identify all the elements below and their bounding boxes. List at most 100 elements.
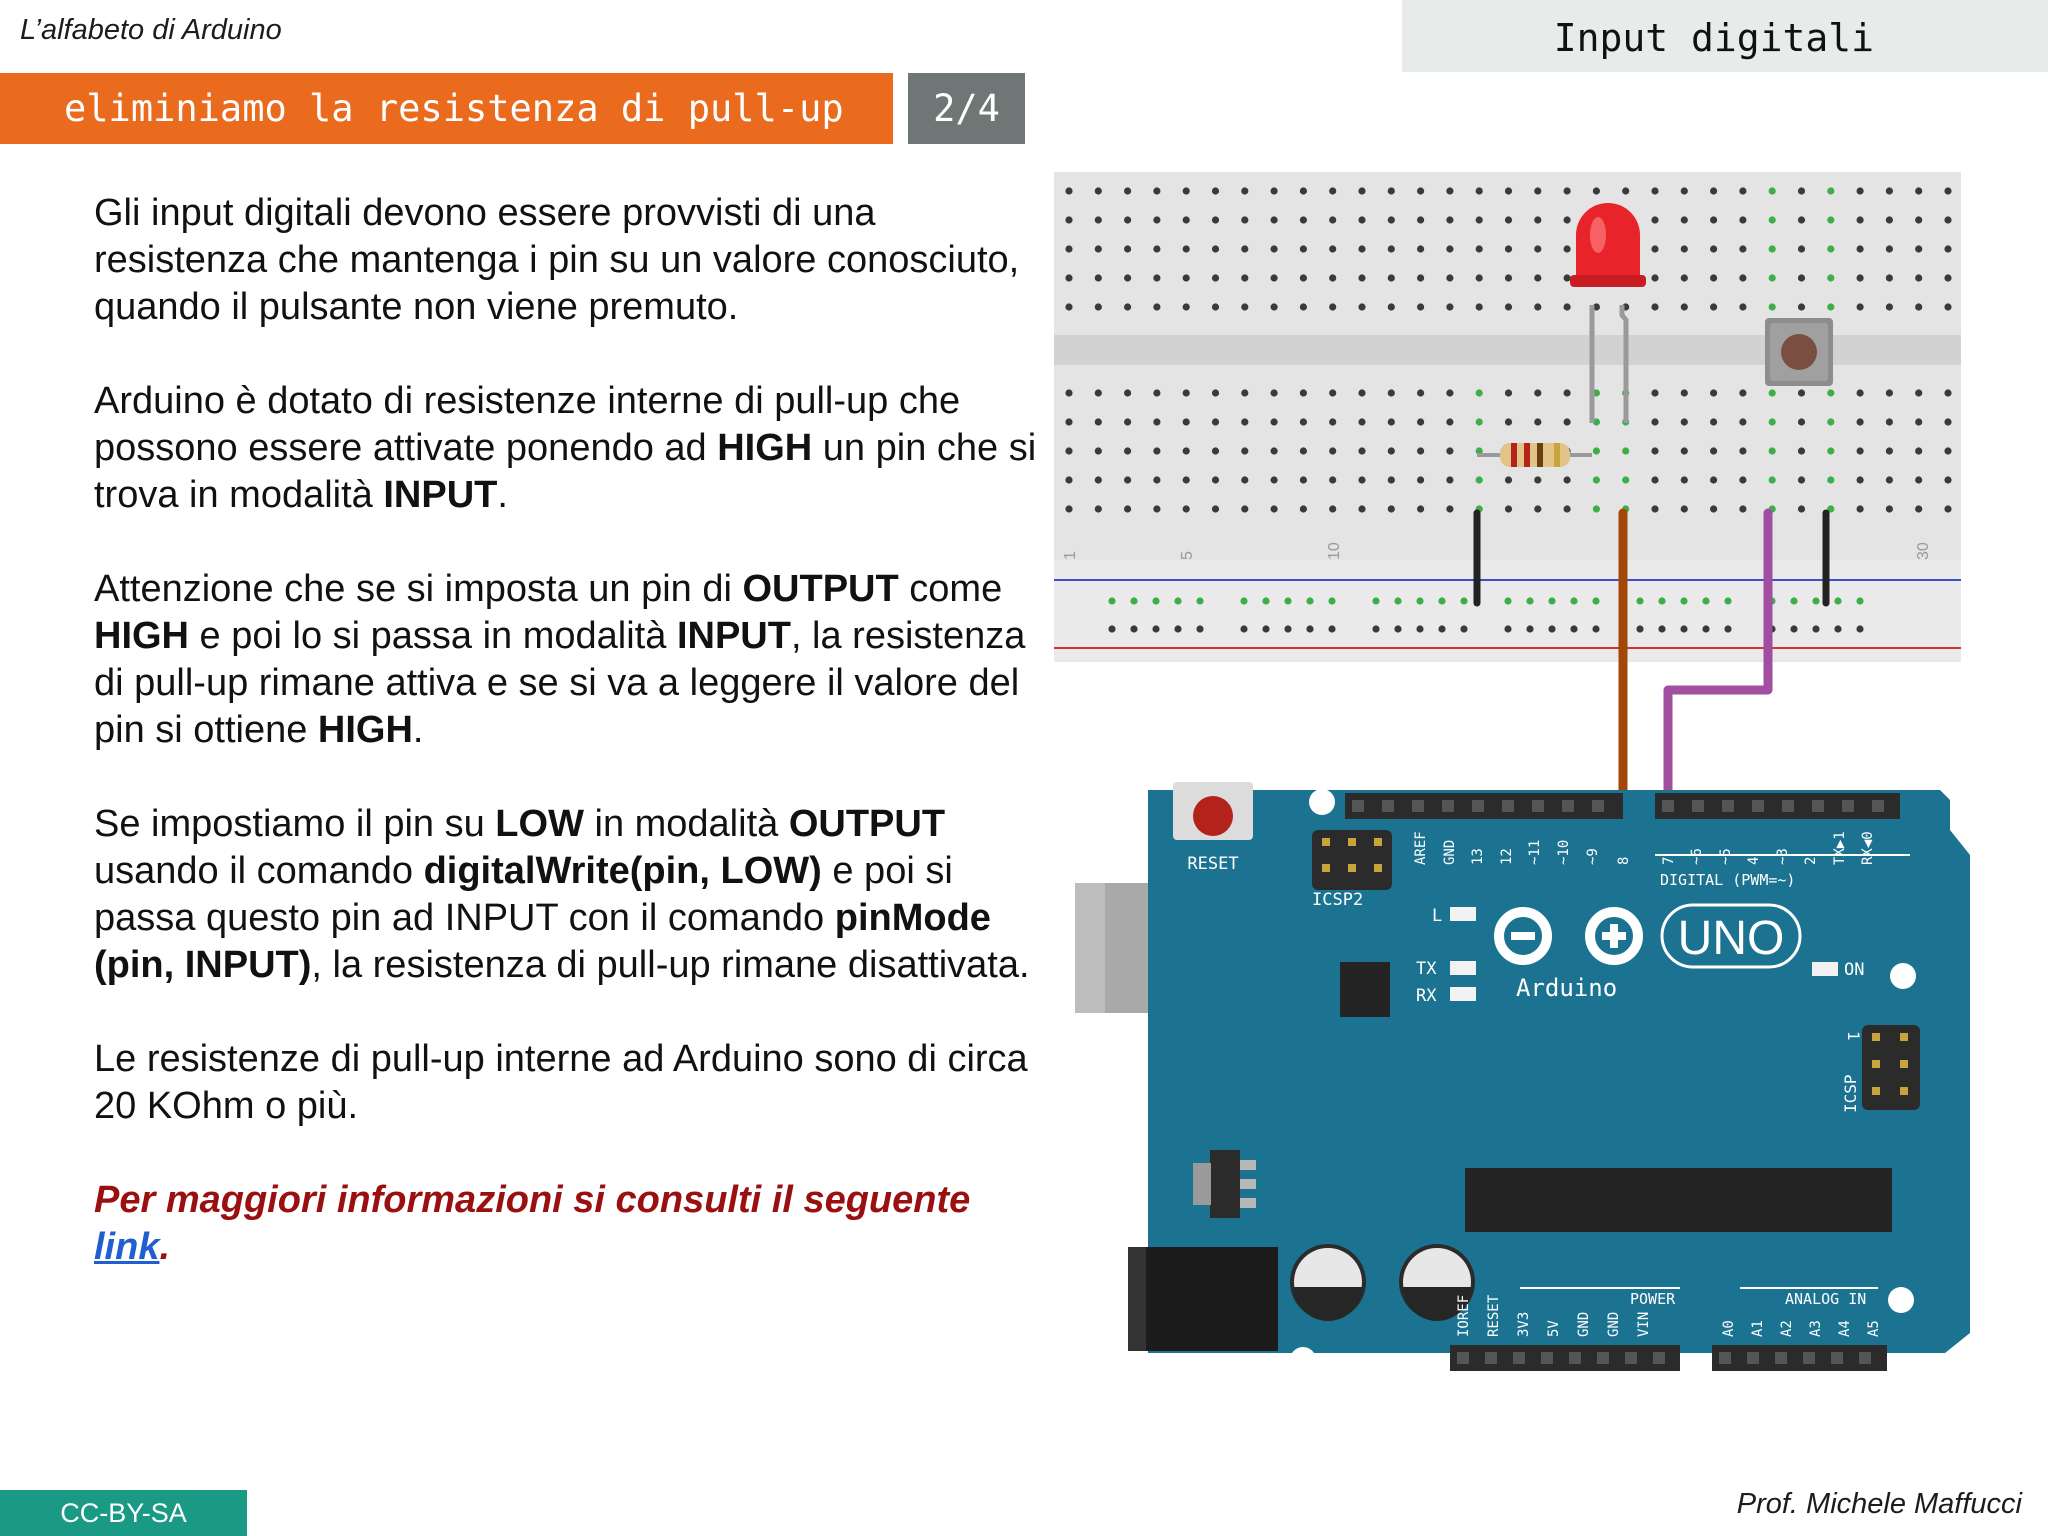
breadboard-hole (1446, 476, 1454, 484)
rail-hole (1724, 597, 1732, 605)
breadboard-hole (1329, 303, 1337, 311)
breadboard-hole (1651, 245, 1659, 253)
breadboard-hole (1094, 389, 1102, 397)
text-span: in modalità (583, 803, 789, 845)
bold-span: OUTPUT (742, 568, 899, 610)
breadboard-hole (1915, 418, 1923, 426)
breadboard-hole (1446, 418, 1454, 426)
rail-hole (1724, 625, 1732, 633)
digital-header-pins (1352, 800, 1884, 812)
breadboard-hole (1446, 505, 1454, 513)
breadboard-hole (1710, 447, 1718, 455)
breadboard-hole (1504, 476, 1513, 484)
header-pin (1747, 1352, 1759, 1364)
header-pin (1513, 1352, 1525, 1364)
paragraph-2: Arduino è dotato di resistenze interne d… (94, 378, 1054, 519)
breadboard-hole (1417, 389, 1425, 397)
power-pin-label: IOREF (1456, 1295, 1472, 1337)
breadboard-hole (1065, 389, 1073, 397)
breadboard-hole (1182, 447, 1190, 455)
top-pin-label: AREF (1413, 831, 1429, 865)
analog-pin-label: A2 (1779, 1320, 1795, 1337)
breadboard-hole (1153, 389, 1161, 397)
breadboard-hole (1504, 216, 1513, 224)
paragraph-1: Gli input digitali devono essere provvis… (94, 192, 1020, 328)
breadboard-hole (1270, 418, 1278, 426)
rail-hole (1548, 597, 1556, 605)
breadboard-hole (1592, 476, 1600, 484)
breadboard-hole (1915, 245, 1923, 253)
breadboard-hole (1534, 476, 1542, 484)
analog-pin-label: A3 (1808, 1320, 1824, 1337)
breadboard-hole (1504, 303, 1513, 311)
rail-hole (1504, 625, 1512, 633)
breadboard-hole (1417, 447, 1425, 455)
breadboard-hole (1387, 447, 1395, 455)
breadboard-hole (1797, 476, 1806, 484)
breadboard-hole (1475, 389, 1483, 397)
led-l-label: L (1432, 906, 1442, 926)
resistor (1477, 443, 1592, 467)
power-pin-label: 5V (1546, 1320, 1562, 1337)
breadboard-hole (1446, 274, 1454, 282)
breadboard-hole (1768, 476, 1776, 484)
breadboard-hole (1622, 476, 1630, 484)
header-pin (1562, 800, 1574, 812)
breadboard-hole (1563, 505, 1571, 513)
breadboard-hole (1680, 505, 1688, 513)
breadboard-hole (1827, 505, 1835, 513)
rail-hole (1504, 597, 1512, 605)
breadboard-hole (1446, 303, 1454, 311)
breadboard-hole (1475, 303, 1483, 311)
note-end: . (159, 1226, 171, 1268)
breadboard-hole (1915, 187, 1923, 195)
header-pin (1472, 800, 1484, 812)
breadboard-hole (1504, 187, 1513, 195)
breadboard-hole (1182, 245, 1190, 253)
breadboard-hole (1417, 274, 1425, 282)
breadboard-hole (1944, 187, 1952, 195)
breadboard-hole (1387, 274, 1395, 282)
breadboard-hole (1153, 187, 1161, 195)
breadboard-hole (1885, 245, 1893, 253)
breadboard-hole (1856, 476, 1864, 484)
header-pin (1457, 1352, 1469, 1364)
breadboard-hole (1329, 447, 1337, 455)
rail-hole (1856, 625, 1864, 633)
breadboard-hole (1710, 303, 1718, 311)
breadboard-hole (1299, 476, 1307, 484)
bold-span: LOW (495, 803, 584, 845)
breadboard-hole (1534, 389, 1542, 397)
breadboard-hole (1592, 303, 1600, 311)
breadboard-hole (1358, 389, 1366, 397)
rail-hole (1196, 625, 1204, 633)
bold-span: HIGH (717, 427, 813, 469)
rail-hole (1834, 625, 1842, 633)
top-pin-label: ~11 (1527, 840, 1543, 865)
rail-hole (1592, 625, 1600, 633)
breadboard-hole (1182, 418, 1190, 426)
text-span: usando il comando (94, 850, 424, 892)
header-pin (1502, 800, 1514, 812)
breadboard-hole (1856, 418, 1864, 426)
breadboard-hole (1680, 447, 1688, 455)
rail-hole (1152, 625, 1160, 633)
wire-pin7 (1663, 508, 1773, 810)
more-info-link[interactable]: link (94, 1226, 160, 1268)
breadboard-hole (1739, 303, 1747, 311)
breadboard-hole (1241, 505, 1249, 513)
breadboard-hole (1299, 216, 1307, 224)
breadboard-hole (1329, 389, 1337, 397)
breadboard-hole (1475, 274, 1483, 282)
breadboard-hole (1211, 418, 1220, 426)
breadboard-hole (1417, 476, 1425, 484)
breadboard-hole (1182, 187, 1190, 195)
breadboard-hole (1299, 389, 1307, 397)
breadboard-hole (1241, 216, 1249, 224)
header-pin (1597, 1352, 1609, 1364)
breadboard-hole (1944, 447, 1952, 455)
breadboard-hole (1124, 476, 1132, 484)
breadboard-hole (1885, 274, 1893, 282)
breadboard-hole (1534, 418, 1542, 426)
